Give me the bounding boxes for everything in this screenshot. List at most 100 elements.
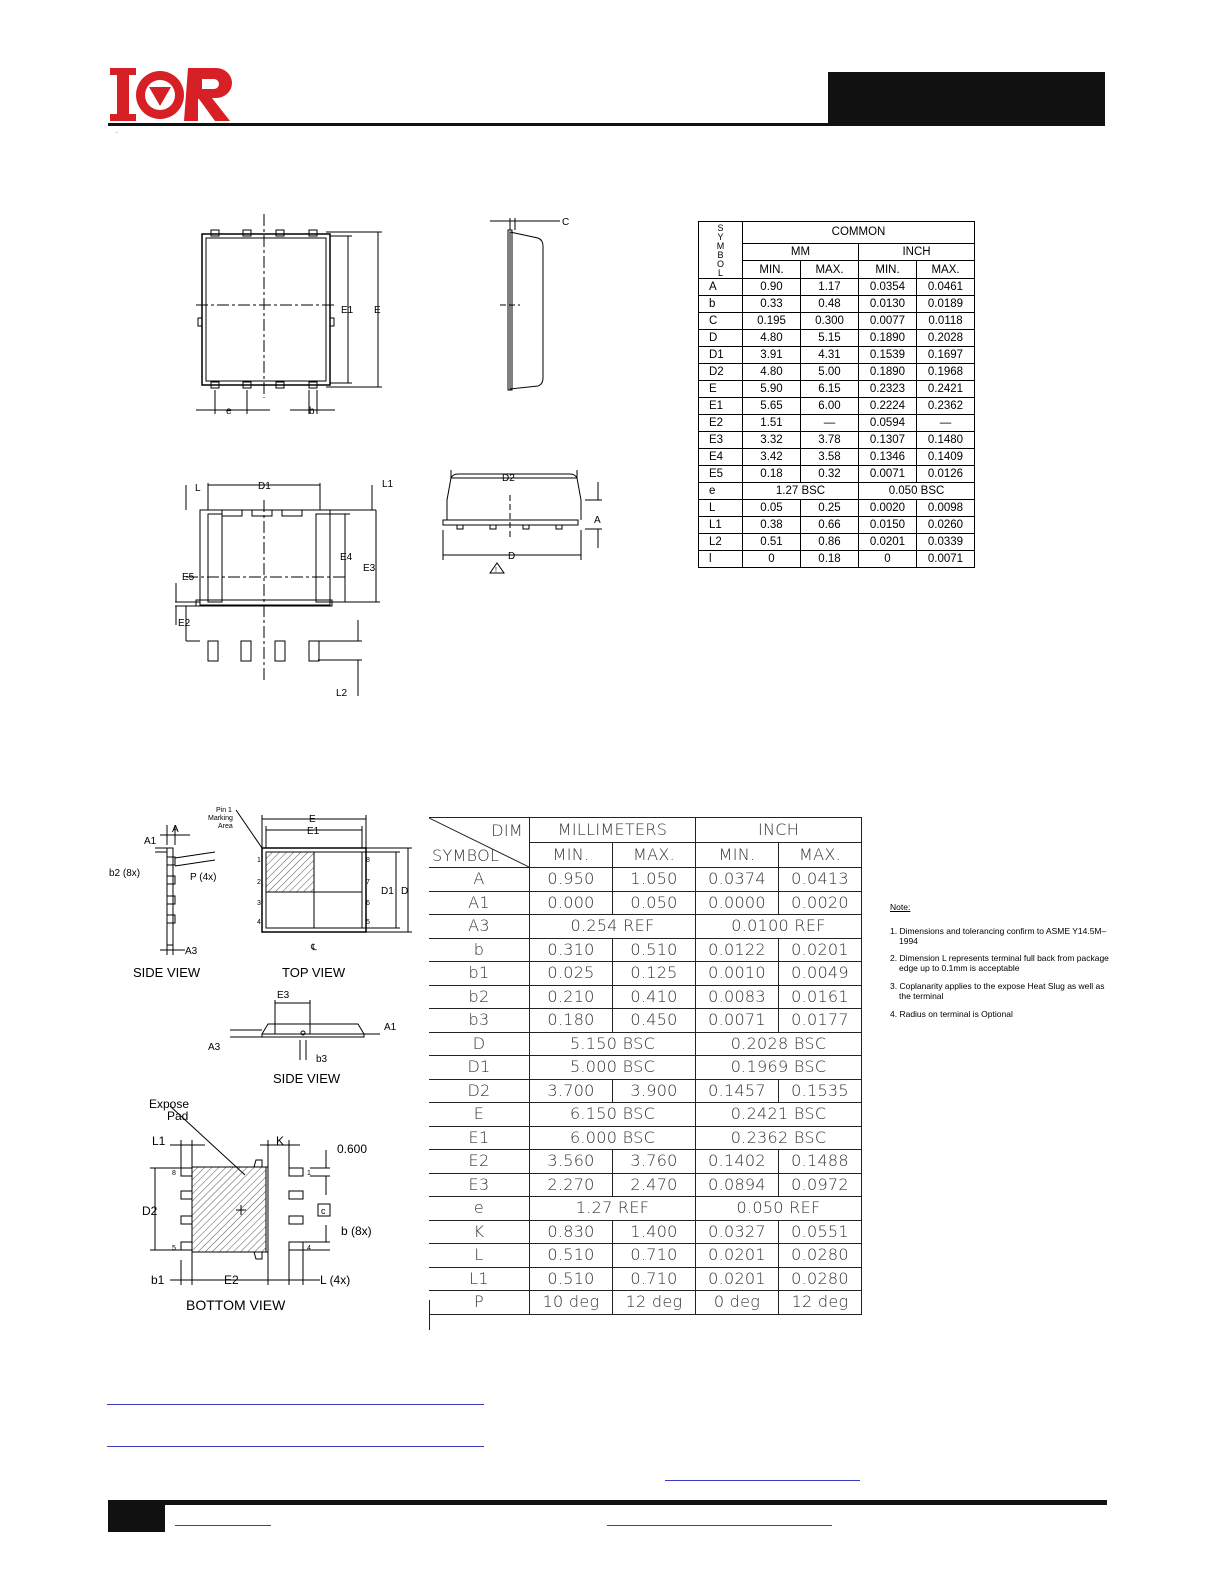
table-cell: 0.0280 (778, 1266, 862, 1291)
table-cell: 0.050 REF (695, 1196, 862, 1221)
table-cell: 0.2421 (916, 380, 975, 398)
table-cell: 0.300 (800, 312, 859, 330)
dim-c-label: C (562, 217, 569, 228)
table-cell: 0.0130 (858, 295, 917, 313)
table-cell-symbol: D (429, 1031, 530, 1056)
table-cell: 0.000 (529, 890, 613, 915)
table-cell: 5.000 BSC (529, 1055, 696, 1080)
dim-e1-label: E1 (307, 826, 320, 837)
symbol-letter: Y (717, 232, 724, 242)
table-cell: 0.1402 (695, 1149, 779, 1174)
table-cell: 5.65 (742, 397, 801, 415)
dim-l1-label: L1 (152, 1134, 166, 1148)
top-view-label: TOP VIEW (282, 965, 346, 980)
table-cell: 3.760 (612, 1149, 696, 1174)
table-cell: 0.254 REF (529, 914, 696, 939)
table-cell: 1.27 BSC (742, 482, 859, 500)
pin-number: 8 (172, 1170, 176, 1177)
table-cell-symbol: E (698, 380, 743, 398)
col-max-mm: MAX. (612, 842, 696, 868)
table-cell: 0.2224 (858, 397, 917, 415)
table-cell: 0.1488 (778, 1149, 862, 1174)
dim-d2-label: D2 (142, 1204, 158, 1218)
table-cell: 0.050 (612, 890, 696, 915)
table-cell: 0.1409 (916, 448, 975, 466)
link-underline[interactable] (175, 1525, 271, 1526)
pin-number: 5 (366, 919, 370, 926)
dim-p-label: P (4x) (190, 872, 217, 883)
symbol-letter: B (717, 250, 724, 260)
link-underline[interactable] (607, 1525, 832, 1526)
table-cell-symbol: b2 (429, 984, 530, 1009)
bottom-view-label: BOTTOM VIEW (186, 1297, 286, 1313)
table-cell: 2.470 (612, 1172, 696, 1197)
dim-e2-label: E2 (224, 1273, 239, 1287)
table-cell: 0 (742, 550, 801, 568)
symbol-label: SYMBOL (432, 846, 500, 865)
table-cell: 0.48 (800, 295, 859, 313)
table-cell: 0.1535 (778, 1078, 862, 1103)
table-cell: 6.150 BSC (529, 1102, 696, 1127)
table-cell: 3.900 (612, 1078, 696, 1103)
table-cell: 0 (858, 550, 917, 568)
table-cell: 0.0260 (916, 516, 975, 534)
table-cell: 0.51 (742, 533, 801, 551)
table-cell: 0.510 (529, 1266, 613, 1291)
table-cell: 0.210 (529, 984, 613, 1009)
table-cell-symbol: D (698, 329, 743, 347)
link-underline[interactable] (107, 1404, 484, 1405)
dim-a1-label: A1 (144, 836, 157, 847)
table-cell: 0.0122 (695, 937, 779, 962)
dim-d1-label: D1 (381, 886, 394, 897)
table-cell: 5.150 BSC (529, 1031, 696, 1056)
table-cell: 0.66 (800, 516, 859, 534)
millimeters-header: MILLIMETERS (529, 817, 696, 843)
table-cell: 1.17 (800, 278, 859, 296)
col-max-inch: MAX. (778, 842, 862, 868)
dim-l4-label: L (4x) (320, 1273, 350, 1287)
table-cell: 3.42 (742, 448, 801, 466)
dim-b-label: b (309, 406, 315, 417)
note-item: 3. Coplanarity applies to the expose Hea… (890, 980, 1105, 1001)
table-cell: 0.86 (800, 533, 859, 551)
dim-b1-label: b1 (151, 1273, 165, 1287)
table-cell: 0.050 BSC (858, 482, 975, 500)
dim-c-label: c (321, 1206, 326, 1216)
notes-title: Note: (890, 902, 911, 912)
table-cell: 3.560 (529, 1149, 613, 1174)
table-cell: 0.38 (742, 516, 801, 534)
table-cell-symbol: P (429, 1290, 530, 1315)
table-cell-symbol: b (429, 937, 530, 962)
table-cell: 0.1480 (916, 431, 975, 449)
package-outline-drawing-2: Pin 1 Marking Area A A1 b2 (8x) P (4x) A… (109, 807, 412, 1313)
col-max-mm: MAX. (800, 260, 859, 279)
table-cell-symbol: e (429, 1196, 530, 1221)
table-cell: 0.0161 (778, 984, 862, 1009)
table-cell: 0.1457 (695, 1078, 779, 1103)
table-cell: 0.1697 (916, 346, 975, 364)
link-underline[interactable] (107, 1446, 484, 1447)
diagonal-line (429, 818, 529, 867)
table-cell-symbol: D1 (429, 1055, 530, 1080)
link-underline[interactable] (665, 1480, 860, 1481)
symbol-letter: O (716, 259, 724, 269)
dim-a-label: A (172, 824, 179, 835)
pin-number: 6 (366, 900, 370, 907)
symbol-letter: S (717, 223, 724, 233)
dim-label: DIM (491, 821, 523, 840)
table-cell-symbol: E2 (429, 1149, 530, 1174)
table-cell: 5.00 (800, 363, 859, 381)
